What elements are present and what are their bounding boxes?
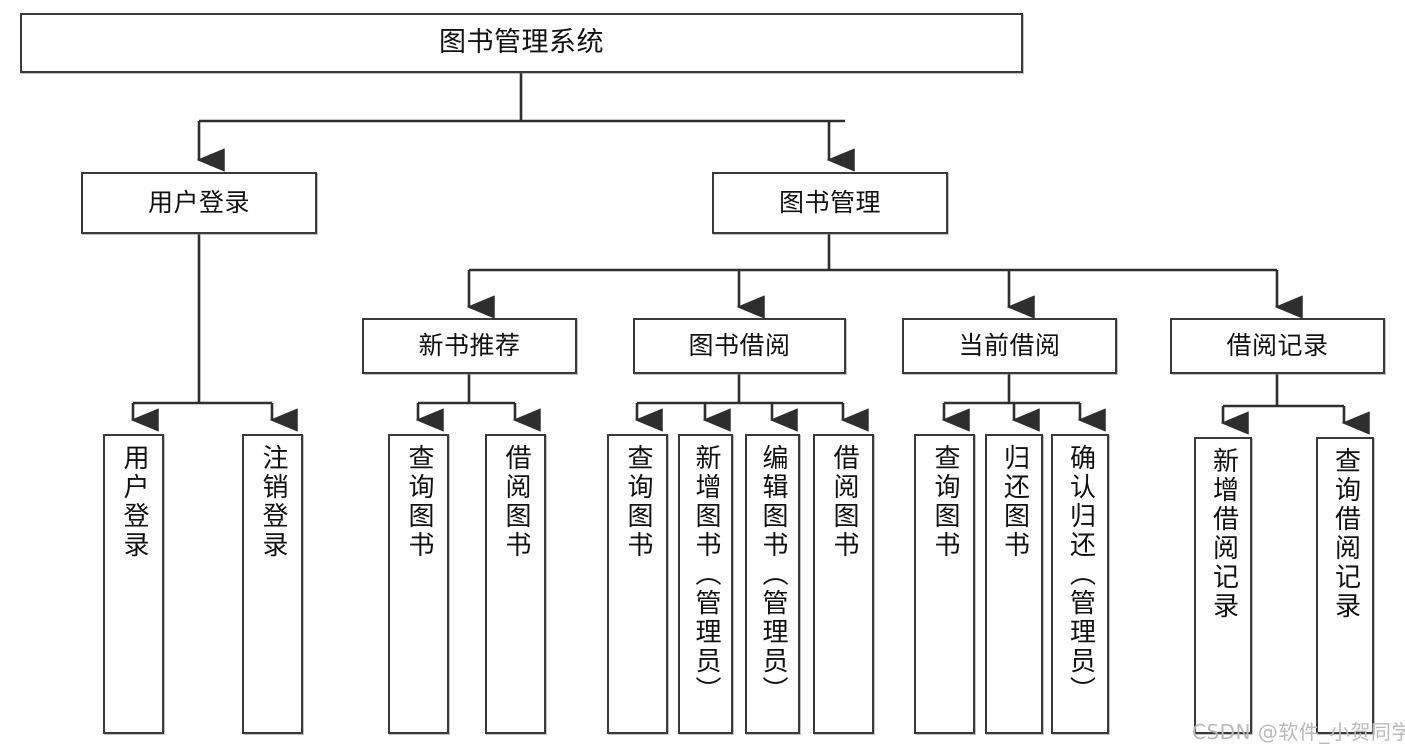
node-root[interactable]: 图书管理系统: [20, 13, 1023, 73]
node-leaf-query-book-1[interactable]: 查询图书: [388, 434, 449, 734]
node-leaf-logout-login[interactable]: 注销登录: [242, 434, 303, 734]
node-leaf-add-book[interactable]: 新增图书（管理员）: [678, 434, 733, 734]
watermark-text: CSDN @软件_小贺同学: [1192, 720, 1405, 744]
node-current-borrow-label: 当前借阅: [958, 331, 1061, 360]
node-leaf-add-record-label: 新增借阅记录: [1208, 447, 1239, 621]
node-leaf-return-book[interactable]: 归还图书: [985, 434, 1043, 734]
node-borrow-record[interactable]: 借阅记录: [1170, 318, 1385, 374]
node-leaf-logout-login-label: 注销登录: [258, 444, 289, 560]
node-leaf-query-record-label: 查询借阅记录: [1330, 447, 1361, 621]
node-leaf-confirm-return[interactable]: 确认归还（管理员）: [1051, 434, 1109, 734]
node-leaf-query-book-3[interactable]: 查询图书: [914, 434, 975, 734]
node-new-book-recommend[interactable]: 新书推荐: [362, 318, 577, 374]
node-book-borrow-label: 图书借阅: [688, 331, 791, 360]
node-current-borrow[interactable]: 当前借阅: [902, 318, 1117, 374]
node-user-login[interactable]: 用户登录: [81, 172, 317, 234]
node-leaf-return-book-label: 归还图书: [999, 444, 1030, 560]
node-leaf-borrow-book-2[interactable]: 借阅图书: [813, 434, 874, 734]
node-leaf-borrow-book-1-label: 借阅图书: [501, 444, 532, 560]
node-leaf-add-record[interactable]: 新增借阅记录: [1194, 437, 1252, 734]
node-leaf-query-book-2[interactable]: 查询图书: [607, 434, 668, 734]
node-new-book-recommend-label: 新书推荐: [418, 331, 521, 360]
node-leaf-borrow-book-1[interactable]: 借阅图书: [485, 434, 546, 734]
node-leaf-confirm-return-label: 确认归还（管理员）: [1065, 444, 1096, 705]
node-borrow-record-label: 借阅记录: [1226, 331, 1329, 360]
node-leaf-add-book-label: 新增图书（管理员）: [691, 444, 722, 705]
node-book-borrow[interactable]: 图书借阅: [633, 318, 846, 374]
node-book-management[interactable]: 图书管理: [712, 172, 948, 234]
node-leaf-query-book-2-label: 查询图书: [623, 444, 654, 560]
node-root-label: 图书管理系统: [439, 26, 604, 58]
node-leaf-user-login[interactable]: 用户登录: [103, 434, 164, 734]
node-user-login-label: 用户登录: [147, 188, 250, 217]
node-leaf-query-book-3-label: 查询图书: [930, 444, 961, 560]
node-leaf-edit-book-label: 编辑图书（管理员）: [758, 444, 789, 705]
node-leaf-user-login-label: 用户登录: [119, 444, 150, 560]
node-leaf-query-book-1-label: 查询图书: [404, 444, 435, 560]
node-leaf-query-record[interactable]: 查询借阅记录: [1316, 437, 1374, 734]
node-leaf-edit-book[interactable]: 编辑图书（管理员）: [745, 434, 800, 734]
node-book-management-label: 图书管理: [778, 188, 881, 217]
node-leaf-borrow-book-2-label: 借阅图书: [829, 444, 860, 560]
